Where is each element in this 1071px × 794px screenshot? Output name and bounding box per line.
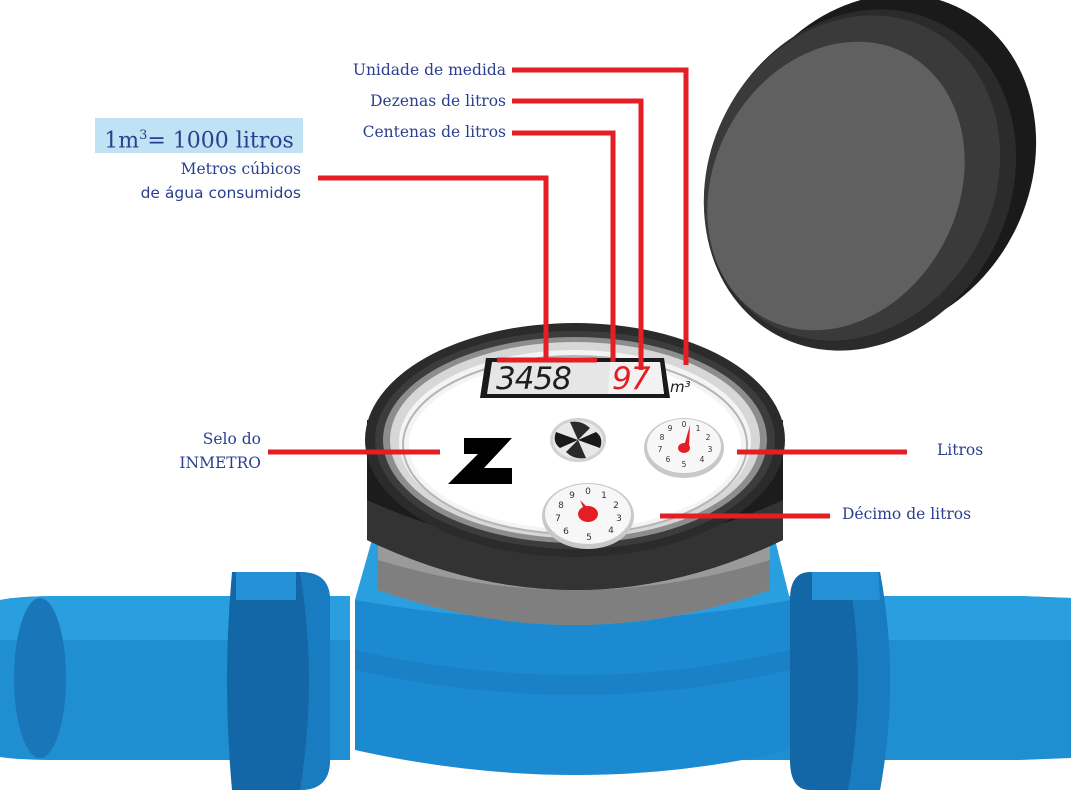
dial-number: 2 xyxy=(706,433,711,442)
dial-number: 7 xyxy=(555,514,561,524)
counter-red-digits: 97 xyxy=(612,361,650,397)
counter-black-digits: 3458 xyxy=(496,361,572,397)
label-litros: Litros xyxy=(937,441,984,459)
dial-number: 1 xyxy=(601,491,607,501)
dial-number: 9 xyxy=(569,491,575,501)
dial-number: 9 xyxy=(668,424,673,433)
dial-number: 8 xyxy=(558,501,564,511)
label-decimo: Décimo de litros xyxy=(842,505,972,523)
decimo-dial xyxy=(542,483,634,549)
digit-counter-window xyxy=(480,358,670,398)
dial-number: 5 xyxy=(682,460,687,469)
formula-exponent: 3 xyxy=(139,128,148,143)
formula-prefix: 1m xyxy=(104,128,140,154)
dial-number: 5 xyxy=(586,533,592,543)
dial-number: 3 xyxy=(616,514,622,524)
litros-dial-numbers: 0 1 2 3 4 5 6 7 8 9 xyxy=(658,420,713,469)
dial-number: 1 xyxy=(696,424,701,433)
dial-number: 0 xyxy=(682,420,687,429)
dial-number: 4 xyxy=(700,455,705,464)
flow-indicator-spinner-icon xyxy=(550,418,606,462)
label-metros-line2: de água consumidos xyxy=(140,184,301,202)
decimo-dial-numbers: 0 1 2 3 4 5 6 7 8 9 xyxy=(555,487,622,543)
inmetro-seal-icon xyxy=(448,438,512,484)
conversion-formula-box: 1m3= 1000 litros xyxy=(95,118,303,153)
label-metros-line1: Metros cúbicos xyxy=(180,160,301,178)
dial-number: 6 xyxy=(666,455,671,464)
dial-number: 3 xyxy=(708,445,713,454)
meter-lid xyxy=(703,0,1037,351)
litros-dial xyxy=(644,418,724,478)
label-dezenas: Dezenas de litros xyxy=(370,92,506,110)
leader-unidade xyxy=(512,67,689,365)
leader-lines xyxy=(268,67,907,519)
dial-number: 0 xyxy=(585,487,591,497)
label-unidade: Unidade de medida xyxy=(352,61,506,79)
leader-dezenas xyxy=(512,98,644,370)
leader-metros xyxy=(318,175,549,360)
formula-suffix: = 1000 litros xyxy=(147,128,294,154)
label-centenas: Centenas de litros xyxy=(362,123,506,141)
label-selo-line2: INMETRO xyxy=(179,454,261,472)
dial-number: 6 xyxy=(563,527,569,537)
label-selo-line1: Selo do xyxy=(202,430,261,448)
leader-centenas xyxy=(512,130,616,362)
dial-number: 2 xyxy=(613,501,619,511)
counter-unit: m³ xyxy=(670,378,691,396)
dial-number: 8 xyxy=(660,433,665,442)
dial-number: 4 xyxy=(608,526,614,536)
dial-number: 7 xyxy=(658,445,663,454)
